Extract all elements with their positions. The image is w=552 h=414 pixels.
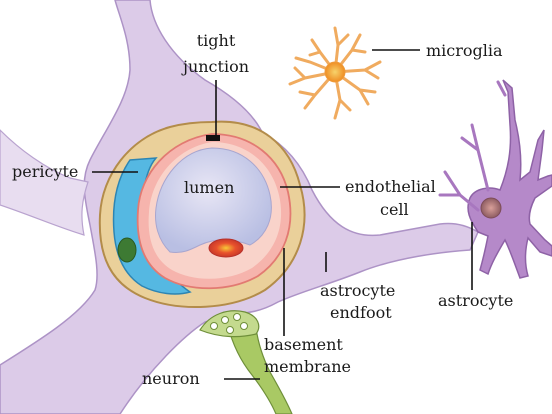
pericyte-label: pericyte bbox=[12, 162, 78, 181]
astrocyte-cell bbox=[468, 80, 552, 278]
microglia-nucleus bbox=[325, 62, 345, 82]
endothelial-label-line2: cell bbox=[380, 200, 409, 219]
tight-junction-label-line1: tight bbox=[197, 31, 236, 50]
astrocyte-label: astrocyte bbox=[438, 291, 513, 310]
astrocyte-nucleus bbox=[481, 198, 501, 218]
lumen-label: lumen bbox=[184, 178, 234, 197]
microglia-label: microglia bbox=[426, 41, 503, 60]
pericyte-nucleus bbox=[118, 238, 136, 262]
endothelial-label-line1: endothelial bbox=[345, 177, 436, 196]
endothelial-nucleus bbox=[209, 239, 243, 257]
tight-junction-label-line2: junction bbox=[181, 57, 249, 76]
basement-membrane-label-line2: membrane bbox=[264, 357, 351, 376]
astrocyte-endfoot-label-line1: astrocyte bbox=[320, 281, 395, 300]
tight-junction-marker bbox=[206, 135, 220, 141]
astrocyte-endfoot-label-line2: endfoot bbox=[330, 303, 392, 322]
basement-membrane-label-line1: basement bbox=[264, 335, 343, 354]
neuron-label: neuron bbox=[142, 369, 200, 388]
astrocyte-process-upper-left bbox=[0, 130, 88, 235]
